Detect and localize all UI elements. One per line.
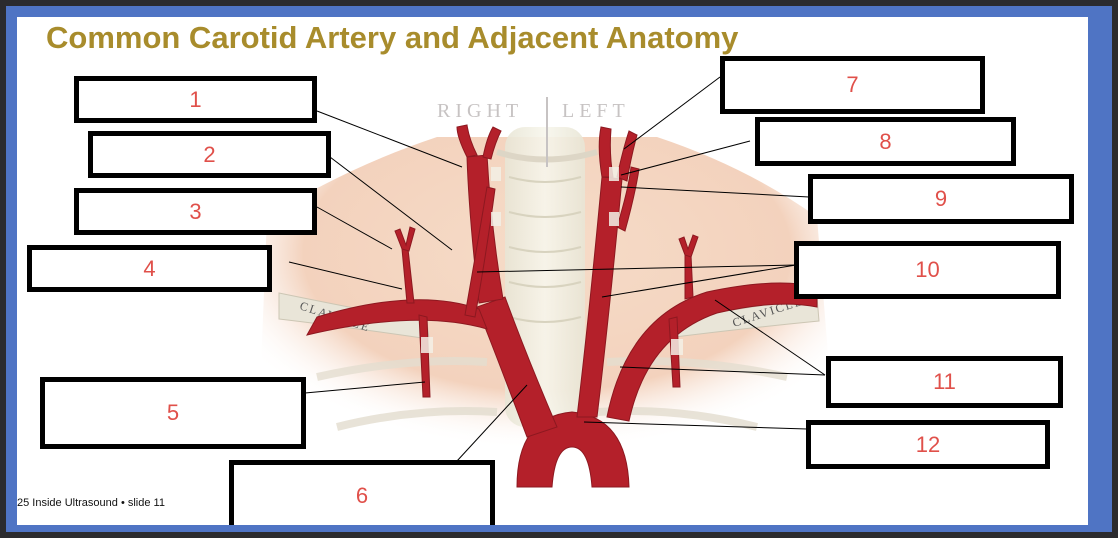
label-box-9[interactable]: 9 bbox=[808, 174, 1074, 224]
label-box-4[interactable]: 4 bbox=[27, 245, 272, 292]
leader-lines bbox=[288, 76, 826, 462]
label-box-6[interactable]: 6 bbox=[229, 460, 495, 525]
label-box-7[interactable]: 7 bbox=[720, 56, 985, 114]
label-box-12[interactable]: 12 bbox=[806, 420, 1050, 469]
label-box-11[interactable]: 11 bbox=[826, 356, 1063, 408]
vertebral-foramina bbox=[421, 167, 683, 355]
label-box-3[interactable]: 3 bbox=[74, 188, 317, 235]
label-box-10[interactable]: 10 bbox=[794, 241, 1061, 299]
right-subclavian-artery bbox=[306, 299, 488, 336]
brachiocephalic-trunk bbox=[476, 296, 558, 438]
label-box-5[interactable]: 5 bbox=[40, 377, 306, 449]
label-box-2[interactable]: 2 bbox=[88, 131, 331, 178]
slide-title: Common Carotid Artery and Adjacent Anato… bbox=[46, 20, 739, 55]
slide-footer: 25 Inside Ultrasound • slide 11 bbox=[17, 497, 165, 509]
slide: RIGHT LEFT CLAVICLE CLAVICLE bbox=[17, 17, 1088, 525]
label-box-1[interactable]: 1 bbox=[74, 76, 317, 123]
right-vertebral-artery bbox=[464, 186, 496, 318]
left-side-label: LEFT bbox=[562, 100, 630, 122]
vertebrae-lines bbox=[508, 176, 582, 323]
label-box-8[interactable]: 8 bbox=[755, 117, 1016, 166]
anatomy-illustration: RIGHT LEFT CLAVICLE CLAVICLE bbox=[257, 76, 837, 488]
right-side-label: RIGHT bbox=[437, 100, 523, 122]
